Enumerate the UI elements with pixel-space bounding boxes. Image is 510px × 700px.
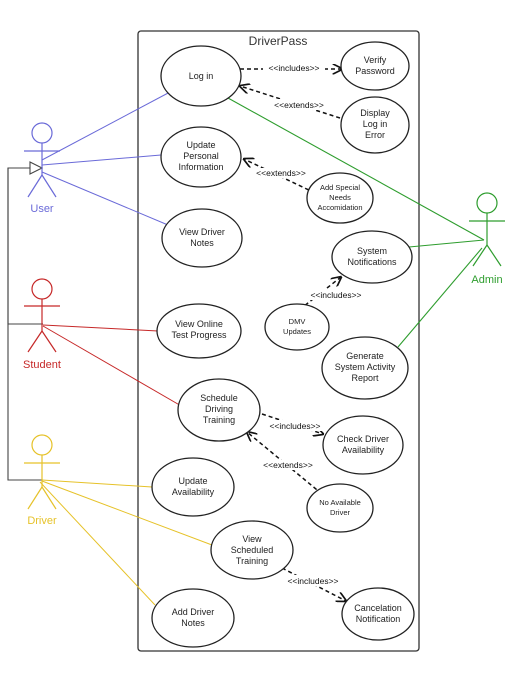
actor-label-admin: Admin <box>471 274 502 286</box>
relation-label: <<includes>> <box>268 63 319 73</box>
relation-labels: <<includes>> <<extends>> <<extends>> <<i… <box>256 62 366 586</box>
system-boundary <box>137 30 420 652</box>
actor-admin[interactable]: Admin <box>469 192 505 286</box>
actor-label-student: Student <box>23 359 61 371</box>
actor-student[interactable]: Student <box>23 278 61 371</box>
user-associations <box>41 91 171 226</box>
student-associations <box>42 324 184 408</box>
actor-user[interactable]: User <box>24 122 60 215</box>
generalization-lines <box>7 161 44 481</box>
relation-label: <<extends>> <box>263 460 313 470</box>
svg-text:Log in: Log in <box>189 71 214 81</box>
actor-label-user: User <box>30 203 54 215</box>
relation-label: <<extends>> <box>274 100 324 110</box>
relation-label: <<includes>> <box>287 576 338 586</box>
system-title: DriverPass <box>249 34 308 48</box>
use-case-log-in[interactable]: Log in <box>160 45 242 107</box>
actor-driver[interactable]: Driver <box>24 434 60 527</box>
actor-label-driver: Driver <box>27 515 57 527</box>
admin-associations <box>227 97 485 348</box>
driver-associations <box>39 479 213 606</box>
relation-label: <<includes>> <box>310 290 361 300</box>
relation-label: <<extends>> <box>256 168 306 178</box>
relation-label: <<includes>> <box>269 421 320 431</box>
